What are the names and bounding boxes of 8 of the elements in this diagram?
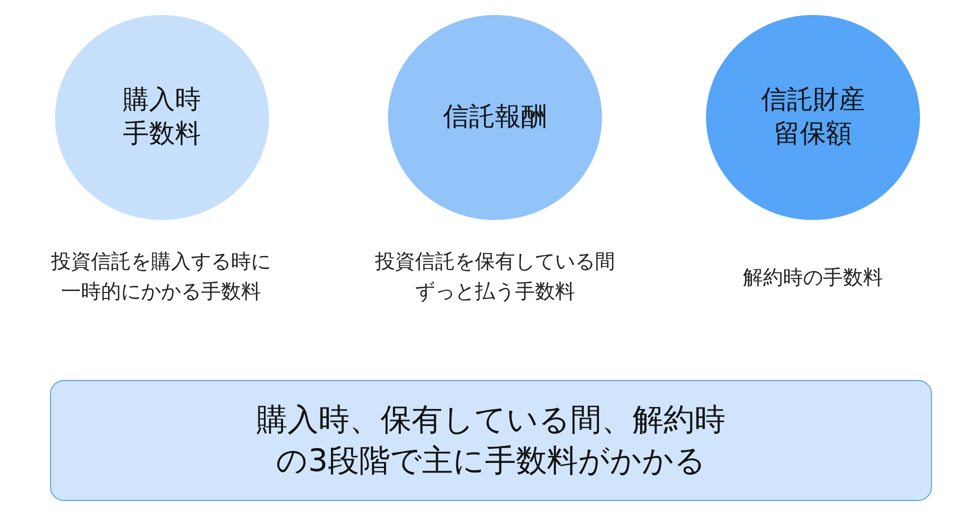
description-text: 解約時の手数料: [742, 264, 884, 291]
circle-label: 購入時手数料: [122, 84, 202, 150]
circle-label: 信託報酬: [442, 100, 548, 134]
summary-panel: [50, 380, 932, 501]
description-text: 投資信託を購入する時に一時的にかかる手数料: [50, 248, 272, 305]
summary-text: 購入時、保有している間、解約時の3段階で主に手数料がかかる: [255, 401, 726, 480]
circle-label: 信託財産留保額: [760, 84, 866, 150]
description-text: 投資信託を保有している間ずっと払う手数料: [374, 248, 616, 305]
